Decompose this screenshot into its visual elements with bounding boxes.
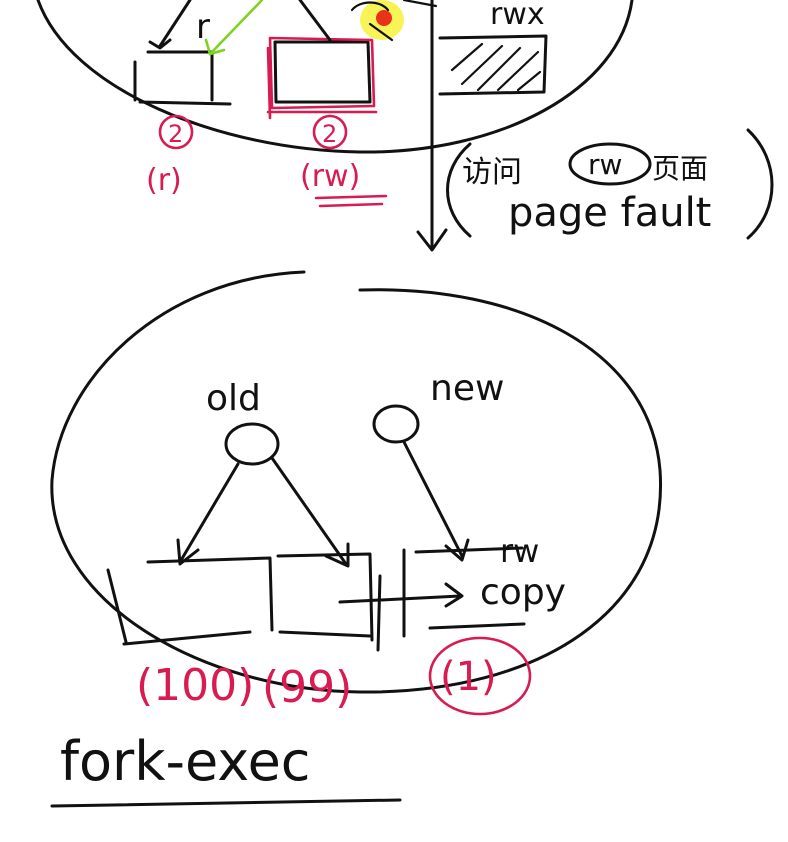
note-prefix: 访问 bbox=[462, 155, 522, 190]
top-left-page-box bbox=[133, 50, 232, 106]
arrow-old-to-mid-page bbox=[270, 456, 350, 568]
top-label-rwx: rwx bbox=[490, 0, 545, 32]
arrow-new-to-right-page bbox=[402, 440, 470, 562]
note-circled: rw bbox=[588, 148, 622, 181]
hotspot-marker bbox=[350, 0, 438, 42]
count-right: (1) bbox=[440, 654, 497, 700]
top-arrow-left bbox=[148, 0, 192, 50]
top-mid-page-highlight bbox=[266, 36, 378, 120]
top-perm-mid-underline bbox=[314, 194, 388, 208]
note-suffix: 页面 bbox=[652, 152, 708, 185]
copy-arrow bbox=[338, 582, 464, 608]
top-count-mid: 2 bbox=[322, 120, 337, 148]
fork-exec-title: fork-exec bbox=[60, 730, 311, 793]
left-shared-page bbox=[106, 556, 274, 646]
count-left: (100) bbox=[136, 660, 254, 711]
count-mid: (99) bbox=[262, 662, 352, 713]
label-copy: copy bbox=[480, 572, 566, 613]
fork-exec-underline bbox=[50, 798, 402, 808]
old-process-node bbox=[224, 422, 280, 466]
top-green-arrow bbox=[204, 0, 264, 56]
top-count-left: 2 bbox=[168, 120, 183, 148]
note-line2: page fault bbox=[508, 190, 711, 236]
top-label-r: r bbox=[196, 7, 210, 47]
bottom-diagram: old new rw copy (100) (99) (1) bbox=[50, 270, 663, 716]
top-count-mid-circle bbox=[312, 114, 348, 150]
label-rw: rw bbox=[500, 532, 539, 570]
bottom-address-space-ellipse bbox=[50, 270, 663, 694]
footer: fork-exec bbox=[50, 730, 402, 808]
top-diagram: r rwx 2 (r) 2 (rw) 访问 bbox=[36, 0, 774, 252]
top-perm-mid: (rw) bbox=[300, 159, 360, 194]
arrow-old-to-left-page bbox=[176, 462, 240, 566]
top-right-page-box bbox=[438, 34, 548, 96]
right-copied-page bbox=[376, 546, 526, 652]
label-new: new bbox=[430, 368, 504, 409]
count-right-circle bbox=[428, 636, 532, 716]
mid-shared-page bbox=[276, 552, 374, 642]
top-address-space-ellipse bbox=[36, 0, 634, 154]
note-circle bbox=[568, 142, 652, 186]
label-old: old bbox=[206, 378, 261, 419]
new-process-node bbox=[372, 404, 420, 444]
top-mid-page-box bbox=[273, 40, 372, 104]
page-fault-note: 访问 rw 页面 page fault bbox=[446, 128, 774, 240]
top-timeline-arrow bbox=[416, 0, 448, 252]
top-perm-left: (r) bbox=[146, 163, 182, 198]
top-count-left-circle bbox=[158, 114, 194, 150]
top-arrow-mid bbox=[298, 0, 332, 42]
